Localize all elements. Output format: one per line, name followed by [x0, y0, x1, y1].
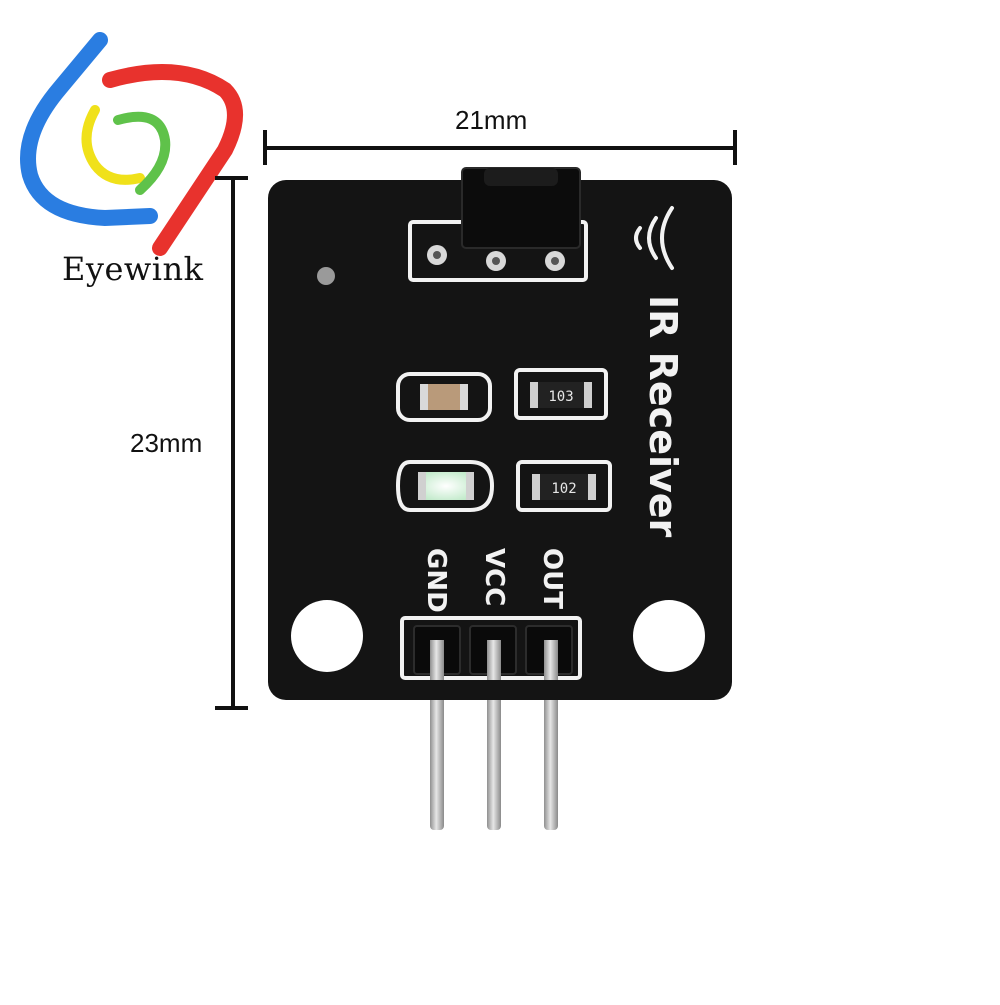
logo-green-stroke: [113, 111, 171, 195]
brand-name: Eyewink: [62, 250, 204, 288]
board-title: IR Receiver: [641, 295, 685, 538]
mounting-hole-left: [291, 600, 363, 672]
logo-yellow-stroke: [81, 105, 145, 185]
pin-label-gnd: GND: [421, 548, 451, 613]
pin-header-housing: [400, 616, 582, 680]
width-dimension-line: [263, 130, 737, 165]
width-dimension-label: 21mm: [455, 105, 528, 135]
test-pad: [317, 267, 335, 285]
led-component: [395, 460, 495, 512]
resistor-102: 102: [516, 460, 612, 512]
logo-red-stroke: [102, 64, 243, 256]
capacitor-component: [396, 372, 492, 422]
pin-label-out: OUT: [537, 548, 567, 609]
pcb-board: [268, 180, 732, 700]
ir-sensor: [408, 167, 588, 282]
height-dimension-line: [215, 176, 248, 710]
brand-logo: [20, 32, 243, 256]
pin-label-vcc: VCC: [479, 548, 509, 606]
ir-wave-icon: [634, 206, 674, 270]
pin-labels: GND VCC OUT: [421, 548, 567, 613]
resistor-103-code: 103: [548, 389, 573, 405]
height-dimension-label: 23mm: [130, 428, 203, 458]
mounting-hole-right: [633, 600, 705, 672]
logo-blue-stroke: [20, 32, 158, 227]
resistor-102-code: 102: [551, 481, 576, 497]
resistor-103: 103: [514, 368, 608, 420]
